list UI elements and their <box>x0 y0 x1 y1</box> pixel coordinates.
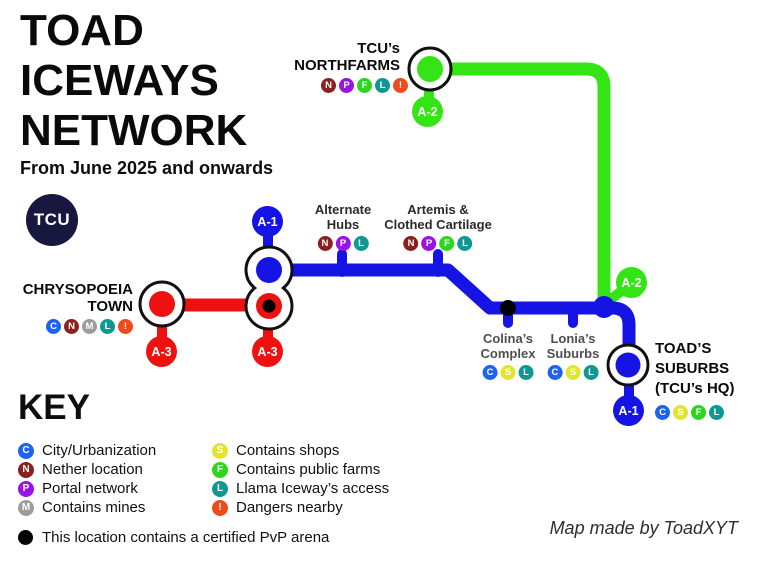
badge-s: S <box>500 365 516 380</box>
badge-c: C <box>46 319 61 334</box>
station-northfarms-core <box>417 56 443 82</box>
station-chrysopoeia-core <box>149 291 175 317</box>
badge-c: C <box>655 405 670 420</box>
legend-badge: N <box>18 461 34 478</box>
badge-danger: ! <box>118 319 133 334</box>
badge-n: N <box>403 236 419 251</box>
map-subtitle: From June 2025 and onwards <box>20 158 274 178</box>
pvp-arena-dot-icon <box>18 530 33 545</box>
pvp-arena-dot-interchange <box>262 299 276 313</box>
badge-n: N <box>317 236 333 251</box>
badge-p: P <box>335 236 351 251</box>
green-blue-junction <box>593 296 615 318</box>
badge-l: L <box>583 365 599 380</box>
badge-l: L <box>709 405 724 420</box>
badge-f: F <box>439 236 455 251</box>
key-heading: KEY <box>18 388 90 427</box>
legend-badge: P <box>18 480 34 497</box>
badge-c: C <box>482 365 498 380</box>
legend-badge: L <box>212 480 228 497</box>
page-title: TOAD ICEWAYS NETWORK <box>20 6 247 156</box>
legend-badge: M <box>18 499 34 516</box>
legend-item: P Portal network <box>18 479 156 498</box>
station-toads-suburbs-core <box>615 352 641 378</box>
legend-item: ! Dangers nearby <box>212 498 389 517</box>
legend-badge: S <box>212 442 228 459</box>
title-line-2: ICEWAYS <box>20 56 219 105</box>
portal-a2-junction: A-2 <box>616 267 647 298</box>
legend-column-1: C City/Urbanization N Nether location P … <box>18 441 156 517</box>
map-credit: Map made by ToadXYT <box>549 518 738 538</box>
badge-c: C <box>547 365 563 380</box>
badge-n: N <box>64 319 79 334</box>
badge-s: S <box>565 365 581 380</box>
badge-f: F <box>691 405 706 420</box>
badge-n: N <box>321 78 336 93</box>
portal-a3-chrysopoeia: A-3 <box>146 336 177 367</box>
badge-l: L <box>518 365 534 380</box>
badge-m: M <box>82 319 97 334</box>
badge-p: P <box>421 236 437 251</box>
badge-p: P <box>339 78 354 93</box>
legend-item: L Llama Iceway’s access <box>212 479 389 498</box>
badge-l: L <box>100 319 115 334</box>
portal-a1-toads: A-1 <box>613 395 644 426</box>
badge-f: F <box>357 78 372 93</box>
portal-a2-northfarms: A-2 <box>412 96 443 127</box>
title-line-1: TOAD <box>20 6 144 55</box>
legend-item: F Contains public farms <box>212 460 389 479</box>
badge-l: L <box>457 236 473 251</box>
legend-item: C City/Urbanization <box>18 441 156 460</box>
title-line-3: NETWORK <box>20 106 248 155</box>
portal-a3-interchange: A-3 <box>252 336 283 367</box>
legend-pvp-note: This location contains a certified PvP a… <box>18 529 329 546</box>
legend-badge: ! <box>212 499 228 516</box>
legend-item: S Contains shops <box>212 441 389 460</box>
badge-l: L <box>375 78 390 93</box>
badge-l: L <box>353 236 369 251</box>
portal-a1-interchange: A-1 <box>252 206 283 237</box>
pvp-arena-dot-colinas <box>500 300 516 316</box>
legend-item: N Nether location <box>18 460 156 479</box>
tcu-logo: TCU <box>26 194 78 246</box>
legend-column-2: S Contains shops F Contains public farms… <box>212 441 389 517</box>
badge-s: S <box>673 405 688 420</box>
tcu-logo-text: TCU <box>33 210 71 229</box>
green-line <box>423 62 611 307</box>
blue-line <box>269 263 636 366</box>
legend-badge: F <box>212 461 228 478</box>
legend-badge: C <box>18 442 34 459</box>
interchange-blue-core <box>256 257 282 283</box>
badge-danger: ! <box>393 78 408 93</box>
legend-item: M Contains mines <box>18 498 156 517</box>
